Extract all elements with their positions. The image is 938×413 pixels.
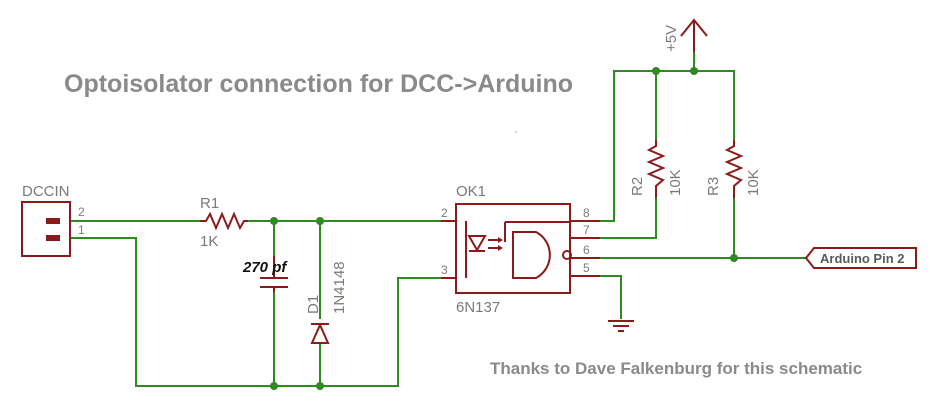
- junction-dot: [730, 254, 738, 262]
- d1-value: 1N4148: [331, 261, 348, 314]
- ok1-pin-3: 3: [441, 263, 448, 277]
- ok1-pin-8: 8: [583, 206, 590, 220]
- supply-label: +5V: [663, 25, 680, 52]
- r3-value: 10K: [745, 169, 762, 196]
- schematic-title: Optoisolator connection for DCC->Arduino: [64, 70, 573, 98]
- connector-pin-2: 2: [78, 205, 85, 219]
- r3-name: R3: [705, 177, 722, 196]
- ok1-name: OK1: [456, 183, 486, 200]
- junction-dot: [652, 67, 660, 75]
- capacitor-value: 270 pf: [242, 259, 288, 276]
- stray-dot: [515, 131, 517, 133]
- supply-5v: +5V: [663, 18, 708, 52]
- r2-value: 10K: [667, 169, 684, 196]
- junction-dot: [316, 217, 324, 225]
- resistor-r2: R2 10K: [629, 140, 684, 198]
- r1-value: 1K: [200, 233, 218, 250]
- ok1-part: 6N137: [456, 299, 500, 316]
- connector-name: DCCIN: [22, 183, 70, 200]
- junction-dot: [270, 217, 278, 225]
- ok1-pin-6: 6: [583, 243, 590, 257]
- output-label: Arduino Pin 2: [820, 251, 905, 266]
- junction-dots: [270, 67, 738, 390]
- connector-pin-1: 1: [78, 223, 85, 237]
- ground-symbol: [608, 320, 634, 332]
- credit-text: Thanks to Dave Falkenburg for this schem…: [490, 359, 862, 378]
- d1-name: D1: [305, 295, 322, 314]
- dccin-connector: DCCIN 2 1: [21, 183, 85, 257]
- junction-dot: [270, 382, 278, 390]
- resistor-r3: R3 10K: [705, 140, 762, 198]
- ok1-pin-7: 7: [583, 223, 590, 237]
- junction-dot: [316, 382, 324, 390]
- diode-d1: D1 1N4148: [305, 261, 348, 344]
- wires: [69, 51, 807, 387]
- resistor-r1: R1 1K: [200, 195, 248, 250]
- r1-name: R1: [200, 195, 219, 212]
- r2-name: R2: [629, 177, 646, 196]
- ok1-pin-5: 5: [583, 261, 590, 275]
- junction-dot: [690, 67, 698, 75]
- output-tag: Arduino Pin 2: [804, 247, 917, 269]
- capacitor: 270 pf: [242, 256, 288, 292]
- ok1-pin-2: 2: [441, 206, 448, 220]
- optoisolator-ok1: OK1 6N137 2 3 8 7 6 5: [441, 183, 600, 316]
